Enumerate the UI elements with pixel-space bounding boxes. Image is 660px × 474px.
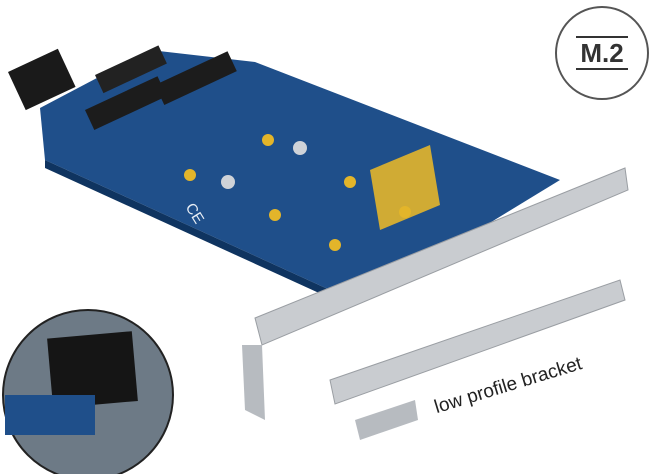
pcb-edge <box>45 160 330 298</box>
full-height-bracket <box>254 167 629 346</box>
usb-header <box>8 48 76 111</box>
screws <box>221 141 307 189</box>
m2-badge: M.2 <box>555 6 649 100</box>
gold-fingers <box>370 145 440 230</box>
pcb-board <box>40 50 560 290</box>
inset-header-connector <box>47 331 138 409</box>
sata-connector <box>85 76 167 130</box>
sata-connector <box>154 51 237 105</box>
sata-connector <box>95 45 167 94</box>
inset-pcb <box>5 395 95 435</box>
bracket-leg <box>242 345 265 420</box>
mounting-pads <box>184 134 411 251</box>
m2-badge-label: M.2 <box>576 36 628 70</box>
bracket-foot <box>355 400 418 440</box>
low-profile-bracket <box>329 279 626 405</box>
